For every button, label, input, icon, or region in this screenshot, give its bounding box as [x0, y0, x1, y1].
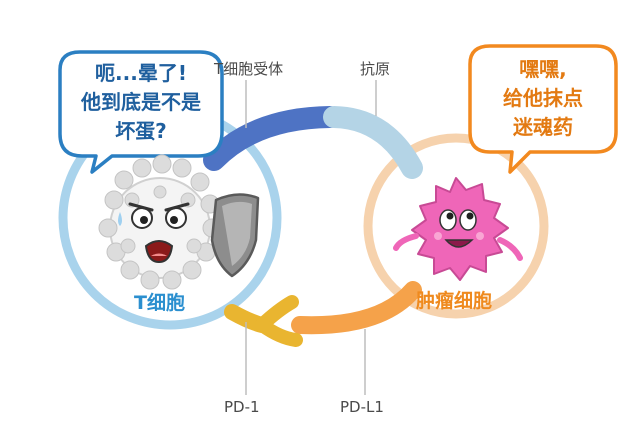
tumor-cell-bubble-line-3: 迷魂药 — [513, 115, 573, 139]
t-cell-bubble-line-1: 呃...晕了! — [95, 61, 187, 85]
pd-l1-arc — [291, 281, 422, 335]
tumor-cell-bubble-line-2: 给他抹点 — [503, 86, 583, 110]
pd-l1-label: PD-L1 — [340, 398, 384, 416]
tumor-cell-ring — [363, 133, 549, 319]
t-cell-bubble-line-3: 坏蛋? — [115, 119, 167, 143]
t-cell-character — [98, 154, 222, 290]
tumor-cell-speech-bubble — [468, 44, 618, 174]
t-cell-receptor-label: T细胞受体 — [214, 60, 284, 78]
tumor-cell-character — [393, 177, 523, 281]
t-cell-bubble-line-2: 他到底是不是 — [81, 90, 201, 114]
pd-1-label: PD-1 — [224, 398, 260, 416]
tumor-cell-bubble-text: 嘿嘿, 给他抹点 迷魂药 — [470, 55, 616, 142]
t-cell-receptor-arc — [203, 106, 341, 171]
shield-icon — [210, 193, 260, 278]
t-cell-name: T细胞 — [134, 292, 185, 314]
t-cell-speech-bubble — [58, 50, 224, 174]
tumor-cell-name: 肿瘤细胞 — [416, 290, 493, 312]
pd-1-receptor — [224, 295, 303, 347]
antigen-arc — [323, 106, 423, 179]
t-cell-bubble-text: 呃...晕了! 他到底是不是 坏蛋? — [60, 59, 222, 146]
tumor-cell-bubble-line-1: 嘿嘿, — [519, 57, 567, 81]
antigen-label: 抗原 — [360, 60, 391, 78]
